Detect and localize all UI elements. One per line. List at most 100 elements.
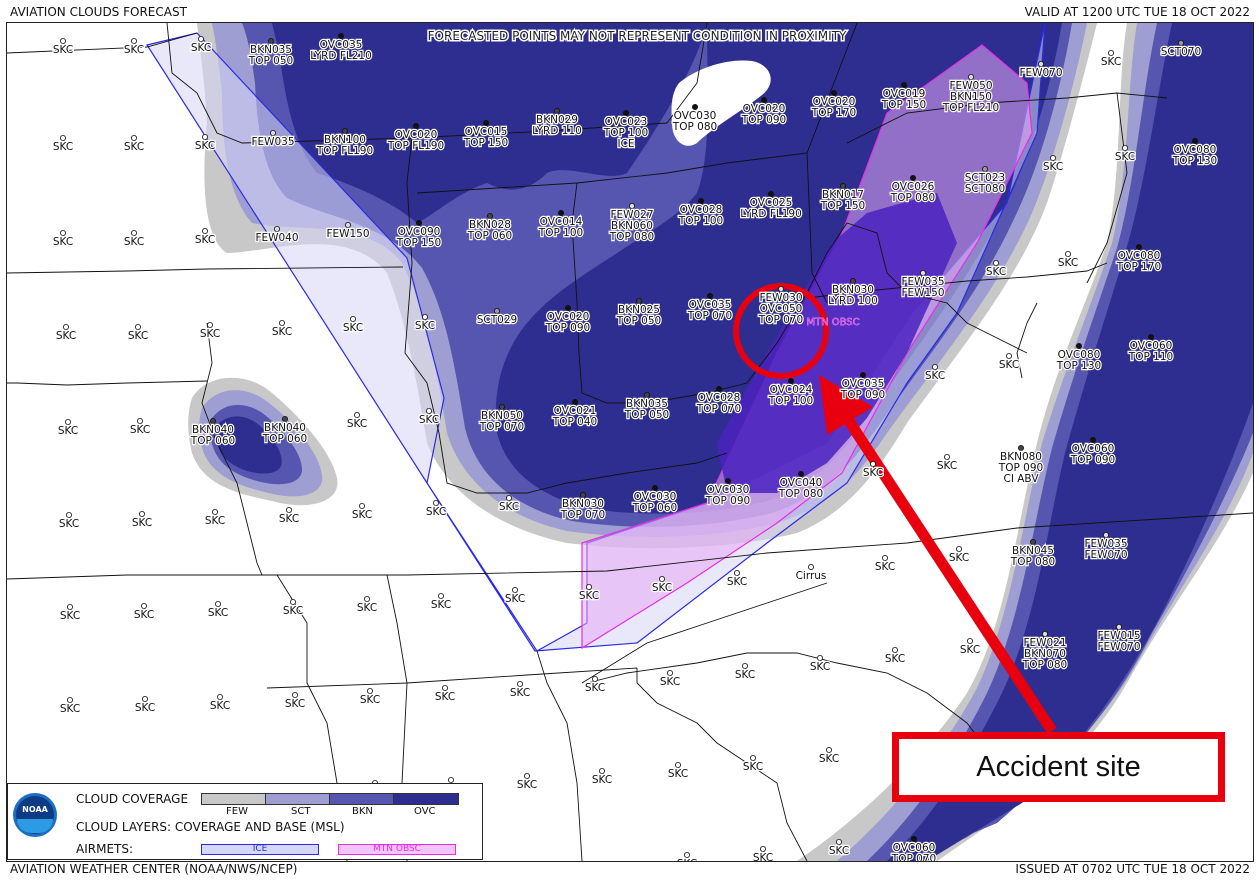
station-sky-cover-symbol [1018, 444, 1025, 451]
station-label-line: TOP 050 [624, 409, 669, 421]
station-sky-cover-symbol [1116, 624, 1123, 631]
station-label-line: SCT029 [477, 314, 517, 326]
legend-airmets-label: AIRMETS: [76, 842, 134, 856]
station-sky-cover-symbol [289, 599, 296, 606]
airmet-mtn-obsc-tag: MTN OBSC [806, 317, 859, 328]
station-sky-cover-symbol [684, 852, 691, 859]
station-label-line: SKC [53, 44, 73, 56]
station-label-line: SKC [819, 753, 839, 765]
station-sky-cover-symbol [482, 120, 489, 127]
station-label-line: TOP 170 [811, 107, 856, 119]
station-sky-cover-symbol [944, 453, 951, 460]
station-sky-cover-symbol [60, 37, 67, 44]
station-label-line: FEW035 [251, 136, 294, 148]
station-45: SKC [271, 319, 293, 339]
station-sky-cover-symbol [285, 506, 292, 513]
station-sky-cover-symbol [580, 491, 587, 498]
station-label-line: SKC [1101, 56, 1121, 68]
station-label-line: BKN040 [264, 422, 306, 434]
station-sky-cover-symbol [636, 297, 643, 304]
station-96: SKC [356, 596, 378, 615]
station-label-line: TOP 070 [696, 403, 741, 415]
station-sky-cover-symbol [659, 576, 666, 583]
station-label-line: SKC [999, 359, 1019, 371]
station-sky-cover-symbol [66, 511, 73, 518]
station-sky-cover-symbol [840, 182, 847, 189]
station-label-line: SKC [499, 501, 519, 513]
station-23: SKC [1114, 145, 1136, 164]
station-sky-cover-symbol [629, 202, 636, 209]
station-sky-cover-symbol [788, 377, 795, 384]
station-label-line: OVC090 [398, 226, 441, 238]
station-label-line: TOP 070 [560, 509, 605, 521]
station-label-line: TOP 090 [705, 495, 750, 507]
station-label-line: SKC [124, 236, 144, 248]
station-label-line: BKN030 [832, 284, 874, 296]
legend-swatch-ovc [393, 793, 459, 805]
station-label-line: FEW035 [901, 276, 944, 288]
station-sky-cover-symbol [138, 510, 145, 517]
station-label-line: SKC [986, 266, 1006, 278]
legend-swatch-few [201, 793, 267, 805]
station-sky-cover-symbol [214, 601, 221, 608]
station-103: SKC [959, 638, 981, 657]
station-sky-cover-symbol [425, 407, 432, 414]
station-label-line: FEW035 [1084, 538, 1127, 550]
station-label-line: OVC028 [698, 392, 741, 404]
station-109: SKC [509, 681, 531, 700]
station-label-line: SKC [875, 561, 895, 573]
station-label-line: TOP 080 [890, 192, 935, 204]
station-sky-cover-symbol [1076, 342, 1083, 349]
station-sky-cover-symbol [211, 508, 218, 515]
station-sky-cover-symbol [725, 477, 732, 484]
station-91: SKC [726, 570, 748, 589]
station-sky-cover-symbol [131, 37, 138, 44]
station-label-line: FEW070 [1097, 641, 1140, 653]
station-sky-cover-symbol [415, 219, 422, 226]
station-92: SKC [651, 576, 673, 595]
station-sky-cover-symbol [572, 398, 579, 405]
station-sky-cover-symbol [870, 460, 877, 467]
station-sky-cover-symbol [982, 165, 989, 172]
station-label-line: SKC [191, 42, 211, 54]
station-sky-cover-symbol [358, 502, 365, 509]
station-label-line: SKC [208, 607, 228, 619]
station-sky-cover-symbol [206, 321, 213, 328]
station-80: SKC [425, 499, 447, 519]
station-label-line: SKC [60, 703, 80, 715]
station-sky-cover-symbol [273, 225, 280, 232]
station-label-line: TOP 100 [768, 395, 813, 407]
station-label-line: FEW027 [610, 209, 653, 221]
station-29: FEW150 [325, 221, 371, 241]
station-label-line: LYRD 100 [828, 295, 878, 307]
station-108: SKC [584, 676, 606, 695]
station-98: SKC [207, 601, 229, 620]
station-89: SKC [874, 555, 896, 574]
station-sky-cover-symbol [956, 546, 963, 553]
station-label-line: TOP 150 [396, 237, 441, 249]
station-sky-cover-symbol [760, 846, 767, 853]
station-label-line: OVC028 [680, 204, 723, 216]
station-sky-cover-symbol [60, 135, 67, 142]
station-sky-cover-symbol [1090, 436, 1097, 443]
accident-site-arrow-head [819, 375, 873, 435]
station-sky-cover-symbol [197, 35, 204, 42]
station-label-line: SKC [135, 702, 155, 714]
station-label-line: SKC [56, 330, 76, 342]
station-label-line: TOP 060 [262, 433, 307, 445]
station-20: SKC [1100, 49, 1122, 69]
station-label-line: BKN100 [324, 134, 366, 146]
station-sky-cover-symbol [344, 221, 351, 228]
